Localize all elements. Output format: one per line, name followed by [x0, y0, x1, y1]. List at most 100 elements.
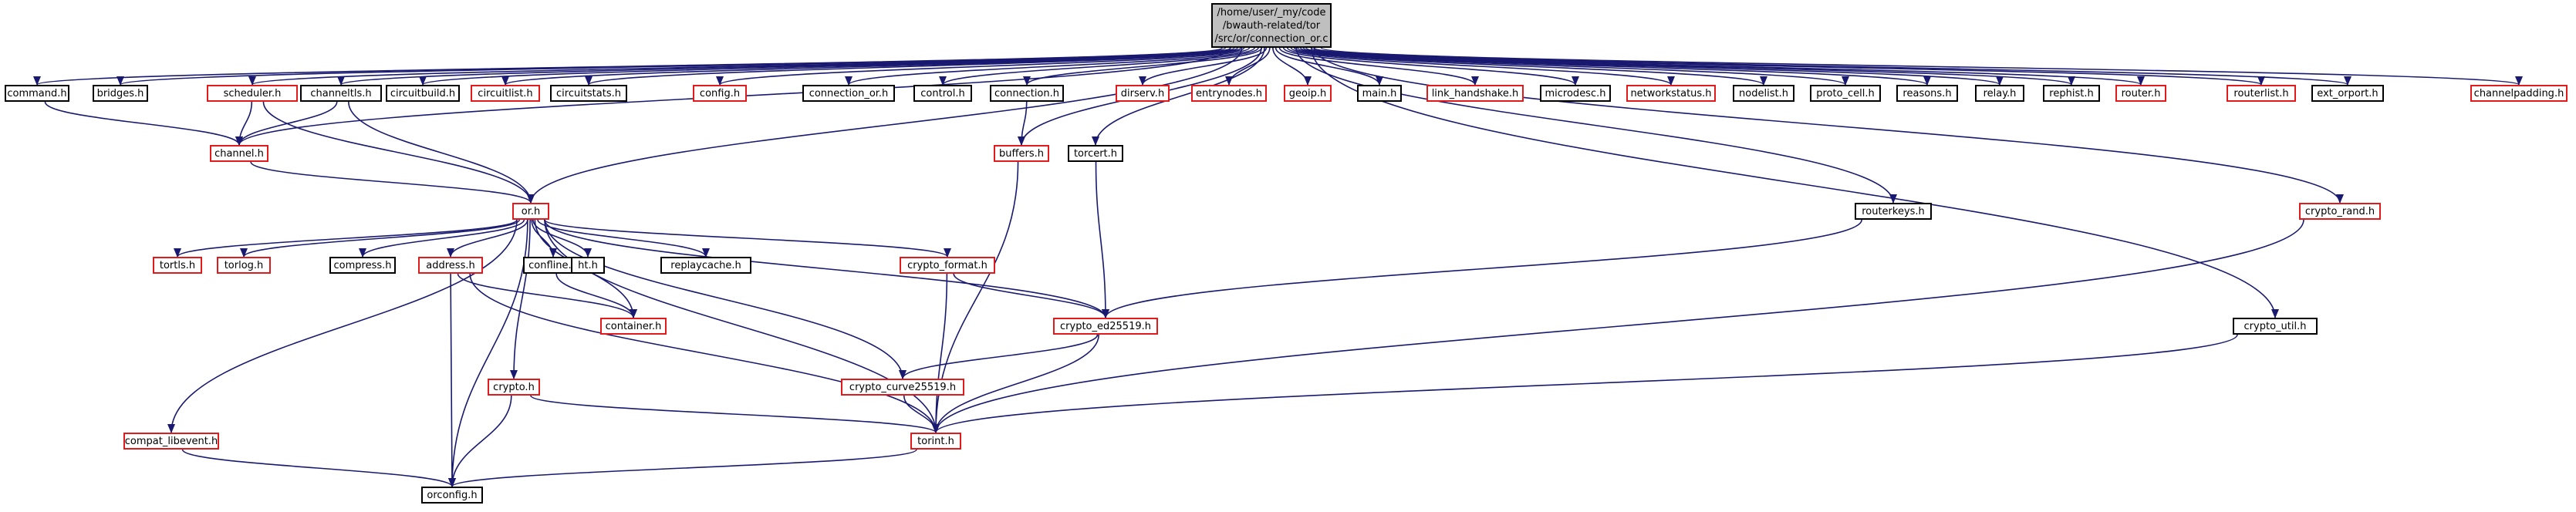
- edge-channel-h-to-or-h: [250, 161, 535, 204]
- node-torlog-h[interactable]: torlog.h: [217, 257, 271, 274]
- edge-root-to-reasons-h: [1297, 47, 1931, 86]
- edge-root-to-routerkeys-h: [1295, 47, 1897, 204]
- node-rephist-h[interactable]: rephist.h: [2043, 85, 2100, 102]
- edge-or-h-to-torlog-h: [240, 219, 520, 258]
- edge-or-h-to-crypto-format-h: [544, 219, 951, 258]
- edge-crypto-h-to-orconfig-h: [448, 395, 512, 487]
- edge-routerkeys-h-to-crypto-ed25519-h: [1102, 219, 1862, 318]
- edge-address-h-to-torint-h: [469, 273, 940, 433]
- edge-or-h-to-crypto-h: [510, 219, 531, 379]
- node-circuitlist-h[interactable]: circuitlist.h: [471, 85, 540, 102]
- edge-address-h-to-container-h: [457, 273, 637, 318]
- edge-or-h-to-torint-h: [544, 219, 940, 433]
- node-routerlist-h[interactable]: routerlist.h: [2227, 85, 2296, 102]
- node-channel-h[interactable]: channel.h: [210, 145, 268, 162]
- root-label-line: /home/user/_my/code: [1217, 6, 1326, 19]
- edge-root-to-ext-orport-h: [1314, 47, 2351, 86]
- edge-or-h-to-compress-h: [359, 219, 525, 258]
- node-routerkeys-h[interactable]: routerkeys.h: [1855, 203, 1932, 220]
- node-microdesc-h[interactable]: microdesc.h: [1540, 85, 1611, 102]
- node-connection-or-h[interactable]: connection_or.h: [802, 85, 895, 102]
- root-node: /home/user/_my/code/bwauth-related/tor/s…: [1211, 3, 1332, 48]
- node-crypto-ed25519-h[interactable]: crypto_ed25519.h: [1053, 318, 1158, 335]
- node-connection-h[interactable]: connection.h: [990, 85, 1064, 102]
- node-confline-h[interactable]: confline.h: [523, 257, 583, 274]
- edge-root-to-main-h: [1274, 47, 1383, 86]
- node-torcert-h[interactable]: torcert.h: [1068, 145, 1123, 162]
- edge-compat-libevent-h-to-orconfig-h: [181, 449, 456, 487]
- edge-root-to-circuitlist-h: [501, 47, 1242, 86]
- node-crypto-curve25519-h[interactable]: crypto_curve25519.h: [841, 379, 964, 396]
- node-entrynodes-h[interactable]: entrynodes.h: [1191, 85, 1267, 102]
- node-replaycache-h[interactable]: replaycache.h: [660, 257, 751, 274]
- edge-crypto-format-h-to-crypto-ed25519-h: [953, 273, 1109, 318]
- node-channelpadding-h[interactable]: channelpadding.h: [2470, 85, 2568, 102]
- edge-crypto-ed25519-h-to-torint-h: [932, 334, 1099, 433]
- node-tortls-h[interactable]: tortls.h: [153, 257, 202, 274]
- edge-torcert-h-to-crypto-ed25519-h: [1095, 161, 1109, 318]
- node-crypto-h[interactable]: crypto.h: [488, 379, 540, 396]
- node-crypto-format-h[interactable]: crypto_format.h: [900, 257, 995, 274]
- edge-root-to-torcert-h: [1092, 47, 1265, 146]
- edge-root-to-bridges-h: [116, 47, 1227, 86]
- node-config-h[interactable]: config.h: [693, 85, 747, 102]
- node-compress-h[interactable]: compress.h: [329, 257, 396, 274]
- edge-or-h-to-compat-libevent-h: [167, 219, 518, 433]
- edge-root-to-entrynodes-h: [1225, 47, 1271, 86]
- edge-scheduler-h-to-or-h: [262, 101, 535, 204]
- edge-root-to-dirserv-h: [1139, 47, 1268, 86]
- node-ext-orport-h[interactable]: ext_orport.h: [2311, 85, 2384, 102]
- edge-confline-h-to-container-h: [555, 273, 637, 318]
- edge-channeltls-h-to-channel-h: [235, 101, 338, 146]
- node-address-h[interactable]: address.h: [418, 257, 483, 274]
- root-label-line: /src/or/connection_or.c: [1214, 32, 1329, 45]
- node-networkstatus-h[interactable]: networkstatus.h: [1626, 85, 1716, 102]
- node-circuitbuild-h[interactable]: circuitbuild.h: [386, 85, 460, 102]
- edge-root-to-proto-cell-h: [1293, 47, 1849, 86]
- edge-root-to-connection-h: [1023, 47, 1263, 86]
- node-buffers-h[interactable]: buffers.h: [994, 145, 1049, 162]
- node-container-h[interactable]: container.h: [600, 318, 667, 335]
- edge-root-to-or-h: [527, 47, 1243, 204]
- node-router-h[interactable]: router.h: [2115, 85, 2166, 102]
- node-crypto-rand-h[interactable]: crypto_rand.h: [2299, 203, 2381, 220]
- edge-root-to-link-handshake-h: [1278, 47, 1479, 86]
- edge-root-to-router-h: [1305, 47, 2145, 86]
- edge-crypto-format-h-to-torint-h: [932, 273, 948, 433]
- edge-torint-h-to-orconfig-h: [448, 449, 917, 487]
- edge-root-to-networkstatus-h: [1286, 47, 1675, 86]
- edge-address-h-to-orconfig-h: [447, 273, 456, 487]
- node-torint-h[interactable]: torint.h: [910, 433, 961, 450]
- node-orconfig-h[interactable]: orconfig.h: [421, 487, 483, 504]
- root-label-line: /bwauth-related/tor: [1222, 19, 1321, 32]
- node-or-h[interactable]: or.h: [512, 203, 549, 220]
- node-scheduler-h[interactable]: scheduler.h: [207, 85, 298, 102]
- node-relay-h[interactable]: relay.h: [1975, 85, 2024, 102]
- node-main-h[interactable]: main.h: [1357, 85, 1402, 102]
- edge-root-to-control-h: [939, 47, 1259, 86]
- node-bridges-h[interactable]: bridges.h: [93, 85, 148, 102]
- node-command-h[interactable]: command.h: [5, 85, 69, 102]
- node-compat-libevent-h[interactable]: compat_libevent.h: [123, 433, 219, 450]
- edge-command-h-to-channel-h: [44, 101, 243, 146]
- node-channeltls-h[interactable]: channeltls.h: [300, 85, 382, 102]
- edge-root-to-connection-or-h: [845, 47, 1255, 86]
- node-proto-cell-h[interactable]: proto_cell.h: [1810, 85, 1881, 102]
- edge-channeltls-h-to-or-h: [348, 101, 535, 204]
- edge-crypto-rand-h-to-torint-h: [932, 219, 2304, 433]
- node-circuitstats-h[interactable]: circuitstats.h: [550, 85, 627, 102]
- node-link-handshake-h[interactable]: link_handshake.h: [1426, 85, 1524, 102]
- node-crypto-util-h[interactable]: crypto_util.h: [2233, 318, 2318, 335]
- edge-connection-h-to-buffers-h: [1018, 101, 1028, 146]
- node-reasons-h[interactable]: reasons.h: [1896, 85, 1958, 102]
- edge-or-h-to-tortls-h: [174, 219, 518, 258]
- node-control-h[interactable]: control.h: [913, 85, 972, 102]
- edge-crypto-ed25519-h-to-crypto-curve25519-h: [899, 334, 1099, 379]
- node-nodelist-h[interactable]: nodelist.h: [1733, 85, 1794, 102]
- edge-or-h-to-confline-h: [531, 219, 557, 258]
- edge-or-h-to-address-h: [447, 219, 528, 258]
- node-ht-h[interactable]: ht.h: [571, 257, 605, 274]
- node-dirserv-h[interactable]: dirserv.h: [1116, 85, 1170, 102]
- node-geoip-h[interactable]: geoip.h: [1284, 85, 1332, 102]
